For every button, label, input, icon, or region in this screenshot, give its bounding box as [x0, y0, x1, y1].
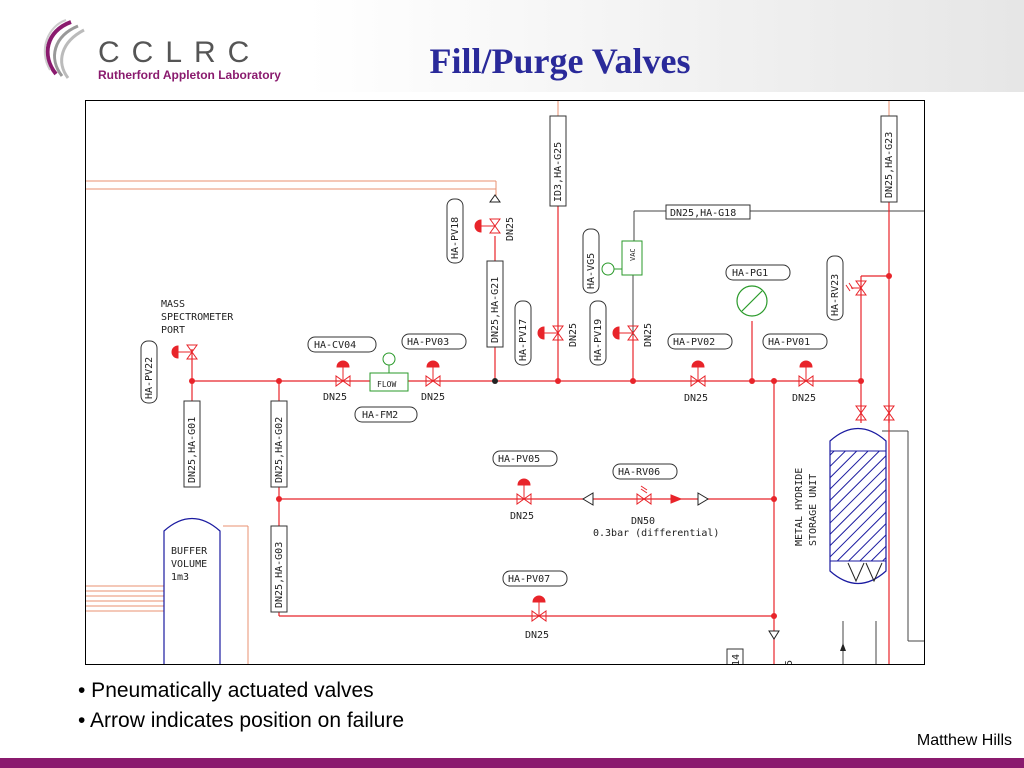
storage-label-line1: METAL HYDRIDE: [794, 468, 805, 546]
valve-pv02-icon: [690, 360, 706, 387]
valve-pv07-icon: [531, 595, 547, 622]
bullet-item: • Arrow indicates position on failure: [78, 709, 405, 732]
author-name: Matthew Hills: [916, 732, 1012, 749]
valve-cv04-icon: [335, 360, 351, 387]
valve-pv17-icon: [537, 325, 564, 341]
footer-bar: [0, 758, 1024, 768]
tag-ha-fm2: HA-FM2: [362, 410, 398, 421]
valve-rv23-icon: [845, 280, 867, 296]
reducers: [489, 194, 780, 640]
tag-ha-pv19: HA-PV19: [593, 319, 604, 361]
tag-bubbles: [140, 115, 898, 664]
mass-spec-line1: MASS: [161, 299, 185, 310]
relief-valve-rv06-icon: [636, 485, 683, 505]
buffer-volume-vessel: BUFFER VOLUME 1m3: [163, 518, 221, 664]
dn25-pv17: DN25: [568, 323, 579, 347]
valve-pv01-icon: [798, 360, 814, 387]
mass-spec-line3: PORT: [161, 325, 185, 336]
dn25-pv05: DN25: [510, 511, 534, 522]
metal-hydride-storage-unit: METAL HYDRIDE STORAGE UNIT: [794, 428, 887, 584]
flowmeter-fm2-icon: FLOW: [369, 352, 409, 392]
buffer-label-line3: 1m3: [171, 572, 189, 583]
dn25-pv18: DN25: [505, 217, 516, 241]
tag-dn25-ha-g21: DN25,HA-G21: [490, 277, 501, 343]
logo-swirl-icon: [43, 19, 85, 79]
edge-label-14: 14: [731, 654, 742, 665]
tag-ha-pv02: HA-PV02: [673, 337, 715, 348]
header-band: [0, 0, 1024, 92]
tag-dn25-ha-g18: DN25,HA-G18: [670, 208, 736, 219]
buffer-label-line1: BUFFER: [171, 546, 208, 557]
pressure-gauge-pg1-icon: [736, 285, 768, 317]
dn25-pv07: DN25: [525, 630, 549, 641]
tag-ha-vg5: HA-VG5: [586, 253, 597, 289]
tag-dn25-ha-g03: DN25,HA-G03: [274, 542, 285, 608]
tag-ha-rv06: HA-RV06: [618, 467, 660, 478]
vacuum-gauge-vg5-icon: VAC: [601, 240, 643, 276]
valve-storage-left-icon: [855, 405, 867, 421]
edge-label-5: 5: [784, 660, 795, 665]
tag-id3-ha-g25: ID3,HA-G25: [553, 142, 564, 202]
pid-diagram-svg: FLOW VAC BUFFER VOLUME 1m3 METAL HYDRIDE…: [86, 101, 924, 665]
tag-ha-pv01: HA-PV01: [768, 337, 810, 348]
valve-pv03-icon: [425, 360, 441, 387]
rv06-differential: 0.3bar (differential): [593, 528, 719, 539]
flow-label: FLOW: [377, 380, 396, 389]
valve-pv19-icon: [612, 325, 639, 341]
dn25-cv04: DN25: [323, 392, 347, 403]
tag-ha-cv04: HA-CV04: [314, 340, 356, 351]
bullet-item: • Pneumatically actuated valves: [78, 679, 374, 702]
vac-label: VAC: [629, 248, 637, 261]
buffer-label-line2: VOLUME: [171, 559, 207, 570]
logo-name: CCLRC: [98, 36, 262, 69]
valve-storage-right-icon: [883, 405, 895, 421]
tag-ha-pg1: HA-PG1: [732, 268, 768, 279]
mass-spec-line2: SPECTROMETER: [161, 312, 234, 323]
tag-ha-pv03: HA-PV03: [407, 337, 449, 348]
valve-pv22-icon: [171, 344, 198, 360]
dn25-pv03: DN25: [421, 392, 445, 403]
tag-ha-pv17: HA-PV17: [518, 319, 529, 361]
bullet-list: • Pneumatically actuated valves • Arrow …: [78, 676, 404, 736]
dn25-pv19: DN25: [643, 323, 654, 347]
tag-dn25-ha-g01: DN25,HA-G01: [187, 417, 198, 483]
tag-ha-pv05: HA-PV05: [498, 454, 540, 465]
dn25-pv02: DN25: [684, 393, 708, 404]
tag-dn25-ha-g02: DN25,HA-G02: [274, 417, 285, 483]
dn25-pv01: DN25: [792, 393, 816, 404]
tag-ha-pv18: HA-PV18: [450, 217, 461, 259]
tag-ha-pv22: HA-PV22: [144, 357, 155, 399]
tag-dn25-ha-g23: DN25,HA-G23: [884, 132, 895, 198]
valve-pv18-icon: [474, 218, 501, 234]
cclrc-logo: CCLRC Rutherford Appleton Laboratory: [36, 16, 286, 86]
storage-label-line2: STORAGE UNIT: [808, 474, 819, 546]
valves: [171, 218, 895, 622]
logo-subtitle: Rutherford Appleton Laboratory: [98, 68, 281, 82]
tag-ha-pv07: HA-PV07: [508, 574, 550, 585]
flow-arrow-icon: [840, 643, 846, 651]
pid-diagram: FLOW VAC BUFFER VOLUME 1m3 METAL HYDRIDE…: [85, 100, 925, 665]
tag-ha-rv23: HA-RV23: [830, 274, 841, 316]
frame-lines: [86, 101, 890, 664]
slide-title: Fill/Purge Valves: [429, 41, 691, 81]
valve-pv05-icon: [516, 478, 532, 505]
pipe-junctions: [189, 273, 892, 619]
dn50-rv06: DN50: [631, 516, 655, 527]
